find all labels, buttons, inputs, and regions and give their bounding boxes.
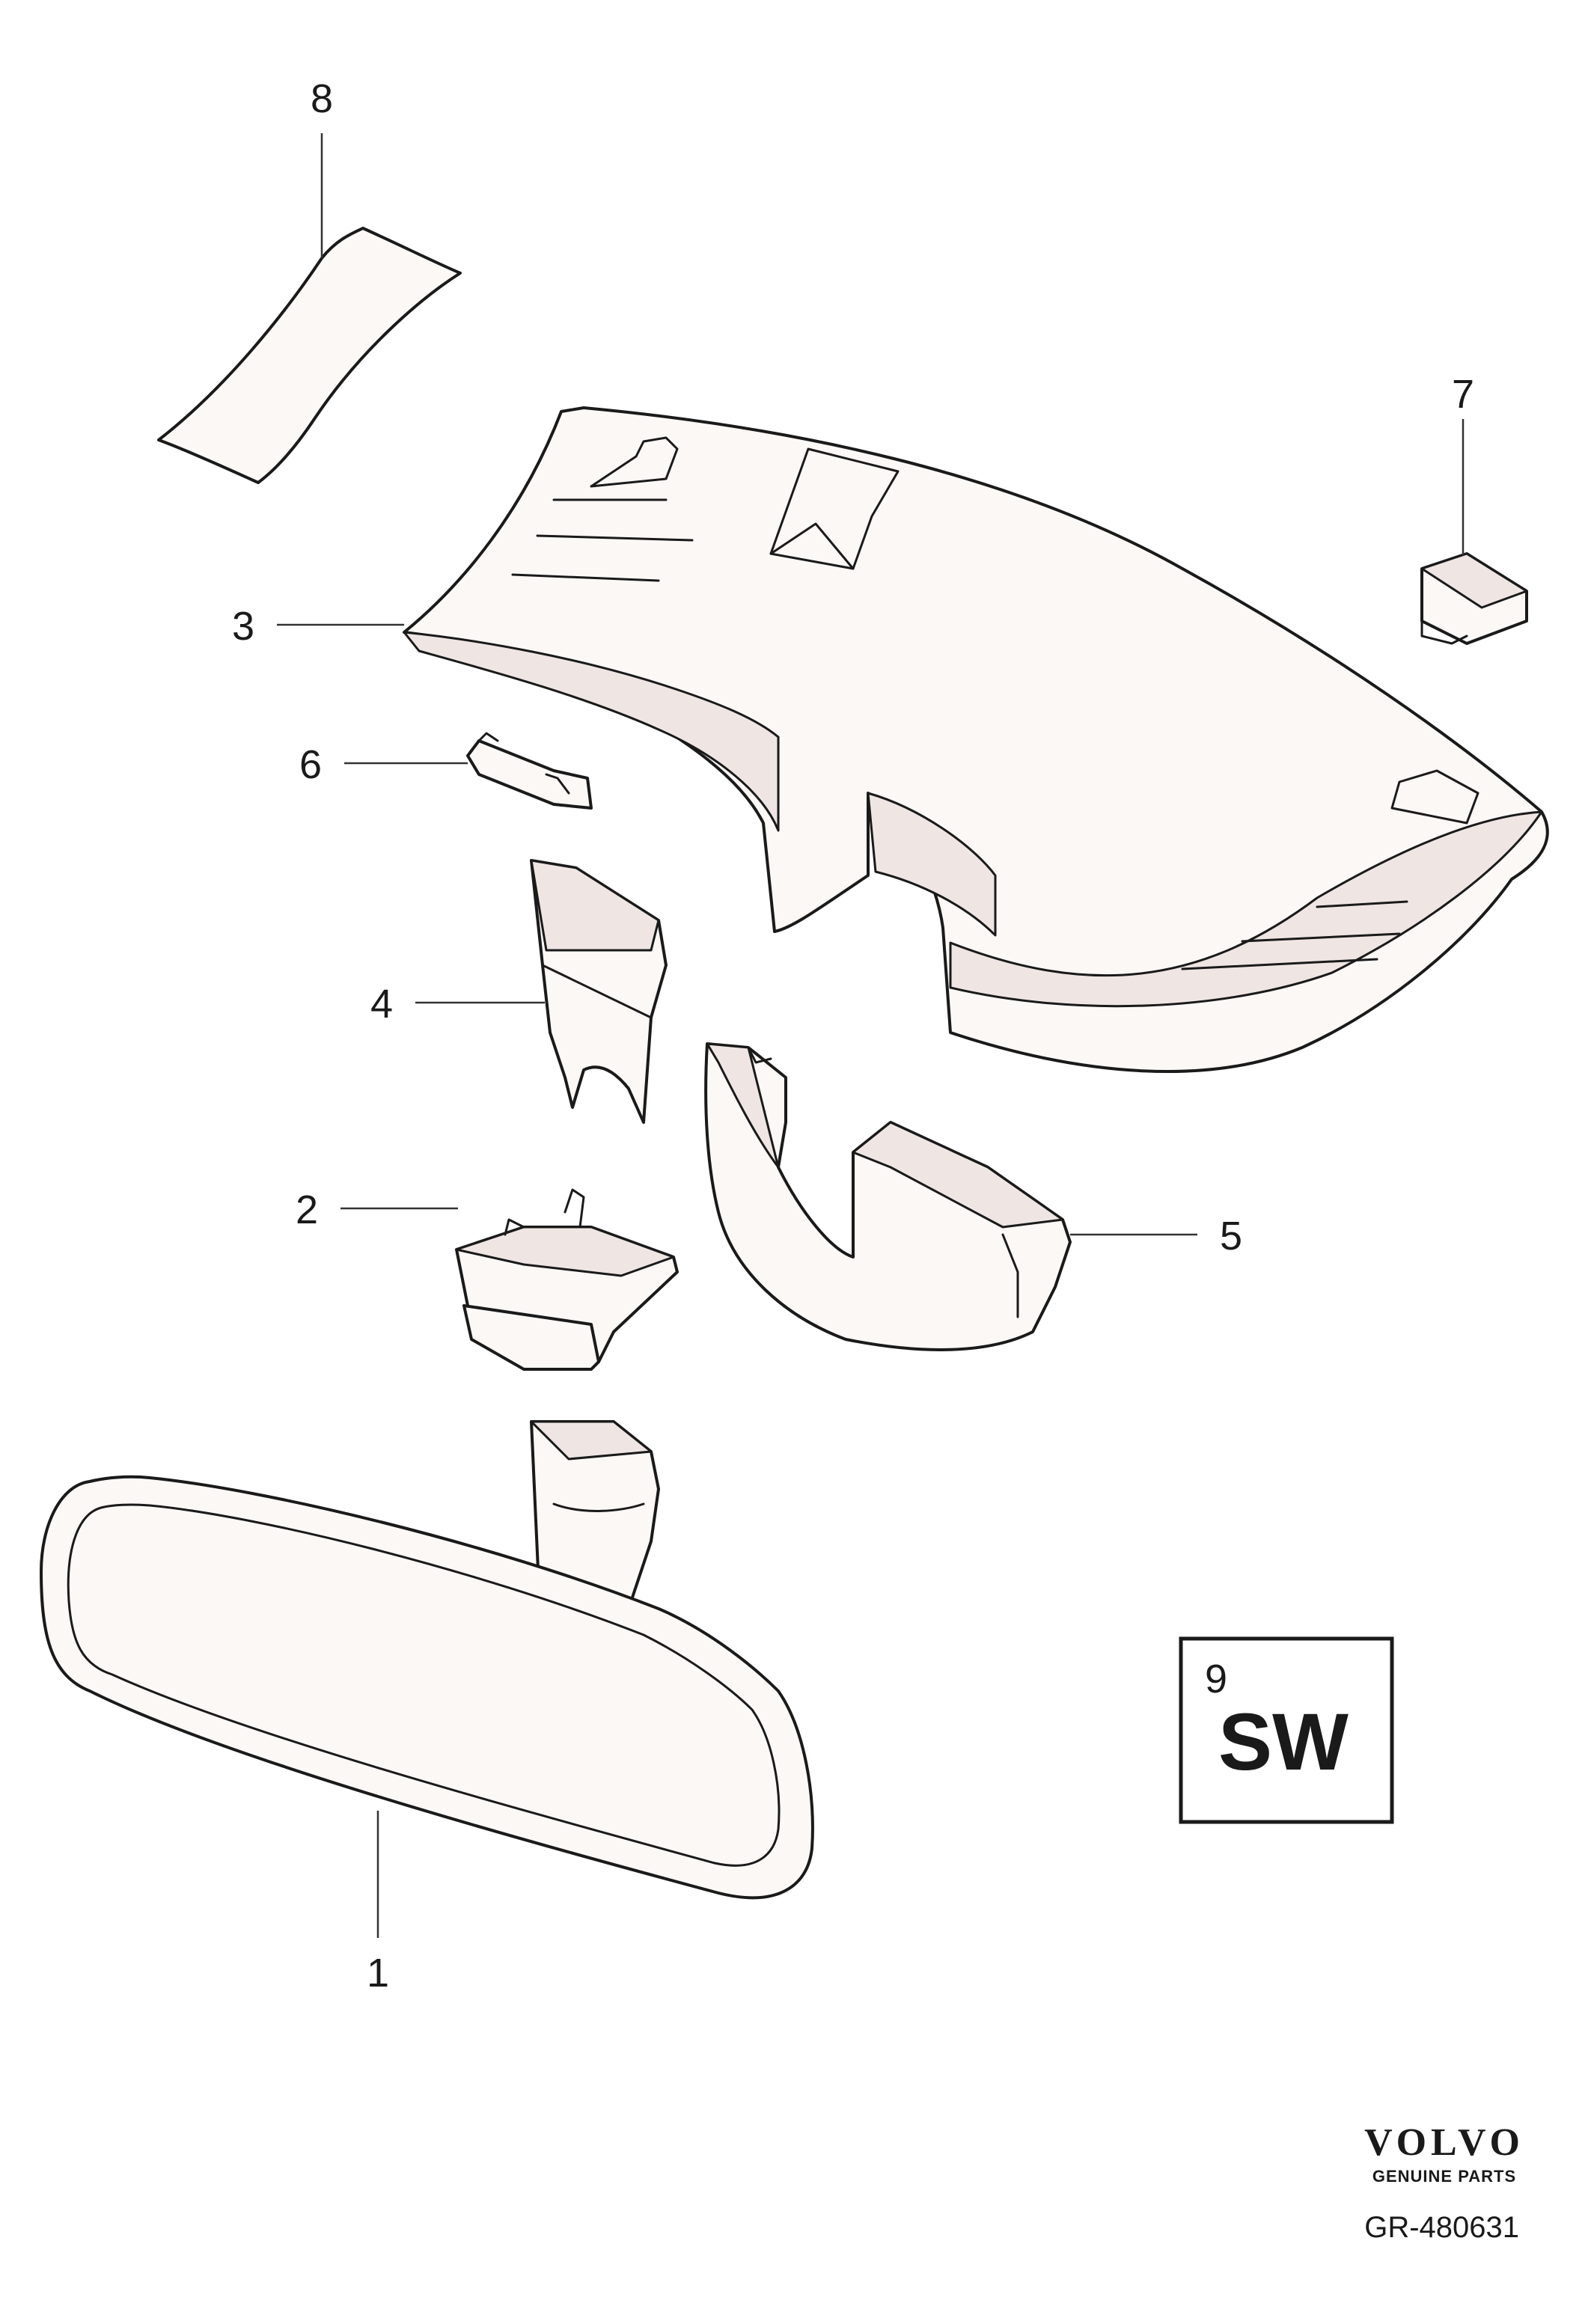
part-5-cover-lower: [704, 1042, 1072, 1351]
logo-subtext: GENUINE PARTS: [1372, 2167, 1516, 2186]
figure-reference: GR-480631: [1364, 2211, 1519, 2244]
callout-8: 8: [311, 76, 333, 121]
software-box-frame: [1179, 1636, 1394, 1824]
volvo-logo: VOLVO GENUINE PARTS: [1364, 2121, 1524, 2186]
software-box: 9 SW: [1179, 1636, 1394, 1824]
callout-7: 7: [1452, 372, 1474, 417]
callout-6: 6: [299, 742, 322, 787]
callout-4: 4: [370, 982, 393, 1027]
callout-5: 5: [1220, 1214, 1242, 1259]
part-2-mount-base: [455, 1188, 679, 1371]
part-6-clip: [466, 732, 593, 810]
callout-3: 3: [232, 604, 254, 649]
part-4-cover-piece: [530, 859, 668, 1124]
software-box-label: SW: [1218, 1696, 1349, 1787]
part-1-rearview-mirror: [40, 1420, 814, 1900]
part-3-cover-upper: [403, 406, 1549, 1074]
callout-1: 1: [367, 1951, 389, 1996]
logo-text: VOLVO: [1364, 2121, 1524, 2164]
callout-2: 2: [296, 1187, 318, 1232]
software-box-number: 9: [1205, 1657, 1227, 1701]
part-7-connector: [1420, 552, 1528, 645]
part-8-adhesive-strip: [157, 227, 462, 484]
